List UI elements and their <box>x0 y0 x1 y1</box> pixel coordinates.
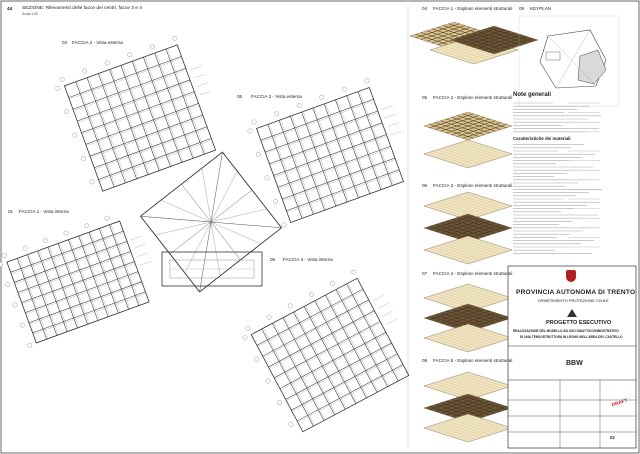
explode-title: FACCIA 3 - Esploso elementi strutturali <box>433 183 513 188</box>
exploded-stack-4 <box>423 283 513 353</box>
explode-number: 06 <box>422 183 428 188</box>
tb-sheet-number: 02 <box>610 435 615 440</box>
explode-title: FACCIA 4 - Esploso elementi strutturali <box>433 271 513 276</box>
explode-number: 04 <box>422 6 428 11</box>
main-header: SEZIONE: Rilevamenti delle facce dei cen… <box>22 6 142 11</box>
view-number: 05 <box>237 94 243 99</box>
title-block-frame <box>507 265 637 449</box>
view-number: 01 <box>8 209 14 214</box>
grid-faccia-2 <box>55 35 217 192</box>
notes-title: Note generali <box>513 92 552 98</box>
explode-title: FACCIA 5 - Esploso elementi strutturali <box>433 358 513 363</box>
grid-faccia-1 <box>0 215 152 348</box>
tb-description-1: REALIZZAZIONE DEL MODELLO AD USO DIDATTI… <box>513 329 619 333</box>
view-title-faccia-4: FACCIA 4 - Vista interna <box>283 257 333 262</box>
exploded-stack-2 <box>423 111 513 169</box>
keyplan-sketch <box>518 15 620 107</box>
central-roof-plan <box>139 151 283 293</box>
keyplan-title: KEYPLAN <box>530 6 552 11</box>
exploded-stack-1 <box>409 21 539 65</box>
main-scale: Scala 1:50 <box>22 12 39 16</box>
explode-title: FACCIA 2 - Esploso elementi strutturali <box>433 95 513 100</box>
view-title-faccia-3: FACCIA 3 - Vista esterna <box>251 94 302 99</box>
view-number: 06 <box>270 257 276 262</box>
explode-title: FACCIA 1 - Esploso elementi strutturali <box>433 6 513 11</box>
tb-logo: BBW <box>566 360 583 367</box>
grid-faccia-4 <box>242 269 410 433</box>
coat-of-arms-icon <box>566 270 576 282</box>
keyplan-number: 09 <box>519 6 525 11</box>
tb-department: DIPARTIMENTO PROTEZIONE CIVILE <box>538 298 609 303</box>
view-number: 03 <box>62 40 68 45</box>
view-title-faccia-1: FACCIA 1 - Vista interna <box>19 209 69 214</box>
sheet-id-badge: 44 <box>7 7 13 12</box>
base-platform <box>161 251 263 287</box>
view-title-faccia-2: FACCIA 2 - Vista esterna <box>72 40 123 45</box>
grid-faccia-3 <box>247 78 404 228</box>
warning-triangle-icon <box>567 309 577 317</box>
tb-region: PROVINCIA AUTONOMA DI TRENTO <box>516 289 636 296</box>
explode-number: 08 <box>422 358 428 363</box>
exploded-stack-3 <box>423 191 513 265</box>
tb-project: PROGETTO ESECUTIVO <box>546 320 612 326</box>
explode-number: 05 <box>422 95 428 100</box>
notes-subtitle: Caratteristiche dei materiali <box>513 136 571 141</box>
tb-description-2: DI UNA TENSOSTRUTTURA IN LEGNO NELL'AREA… <box>520 335 623 339</box>
exploded-stack-5 <box>423 371 513 443</box>
explode-number: 07 <box>422 271 428 276</box>
